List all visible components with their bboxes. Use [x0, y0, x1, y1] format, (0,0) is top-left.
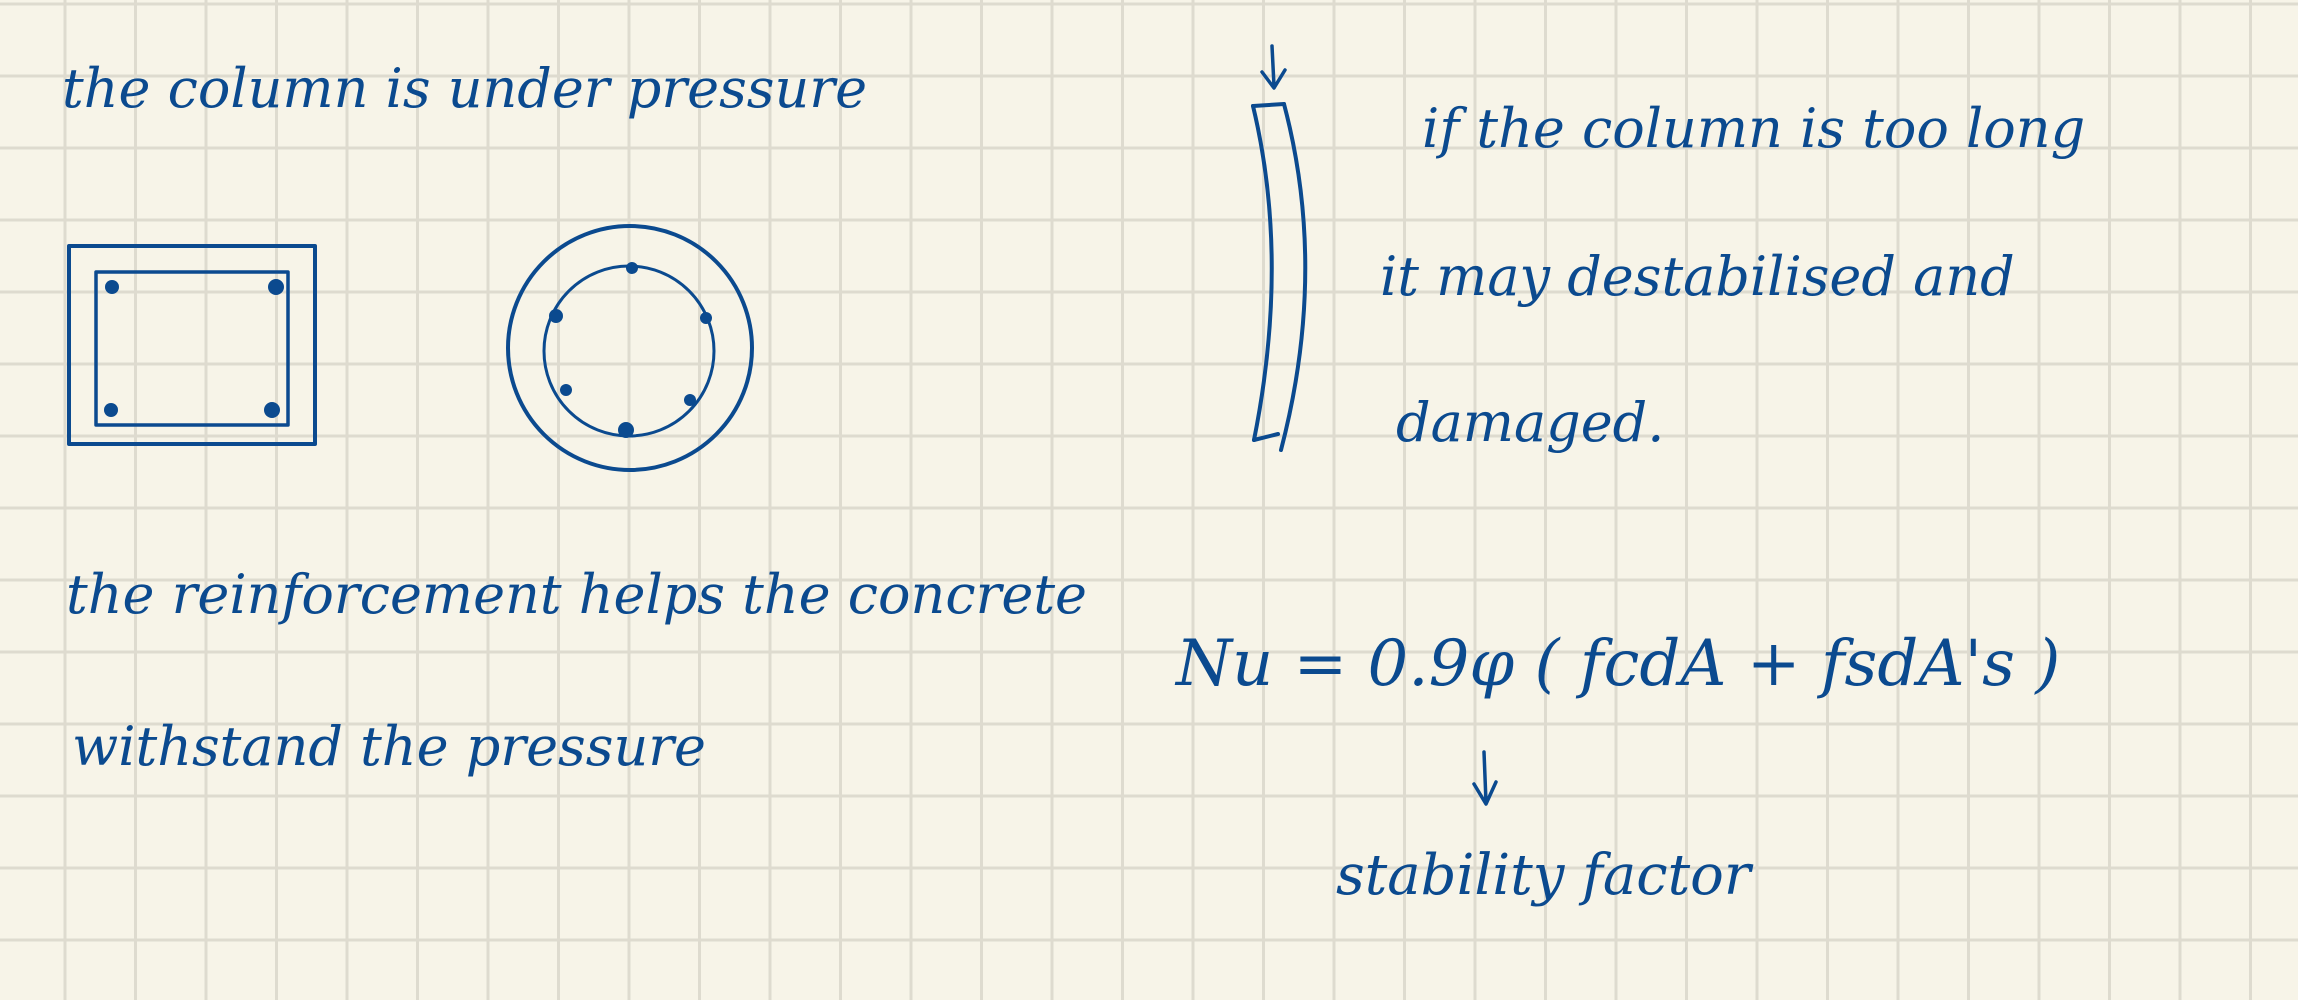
circular-section-diagram: [506, 224, 754, 472]
rebar-dot: [264, 402, 280, 418]
note-may-destabilise: it may destabilised and: [1380, 245, 2015, 308]
rebar-dot: [618, 422, 634, 438]
rectangular-section-stirrup: [94, 270, 290, 427]
circular-section-outer-outline: [506, 224, 754, 472]
column-top-cap: [1251, 102, 1286, 108]
rebar-dot: [700, 312, 712, 324]
rectangular-section-diagram: [67, 244, 317, 446]
rebar-dot: [104, 403, 118, 417]
column-left-edge: [1251, 104, 1274, 442]
rebar-dot: [560, 384, 572, 396]
column-bottom-cap: [1252, 432, 1280, 442]
circular-section-spiral-stirrup: [542, 264, 716, 438]
stability-factor-label: stability factor: [1336, 843, 1751, 908]
buckling-column-diagram: [1251, 44, 1308, 452]
rebar-dot: [549, 309, 563, 323]
rebar-dot: [684, 394, 696, 406]
note-too-long: if the column is too long: [1422, 97, 2086, 160]
note-column-under-pressure: the column is under pressure: [62, 57, 868, 120]
note-damaged: damaged.: [1396, 391, 1665, 454]
column-right-edge: [1279, 102, 1308, 452]
load-arrow-icon: [1260, 44, 1287, 90]
axial-capacity-formula: Nu = 0.9φ ( fcdA + fsdA's ): [1176, 627, 2061, 701]
note-reinforcement-helps: the reinforcement helps the concrete: [66, 563, 1087, 626]
note-withstand-pressure: withstand the pressure: [72, 715, 706, 778]
rebar-dot: [268, 279, 284, 295]
rebar-dot: [105, 280, 119, 294]
rectangular-section-outer-outline: [67, 244, 317, 446]
down-arrow-icon: [1472, 750, 1498, 806]
rebar-dot: [626, 262, 638, 274]
